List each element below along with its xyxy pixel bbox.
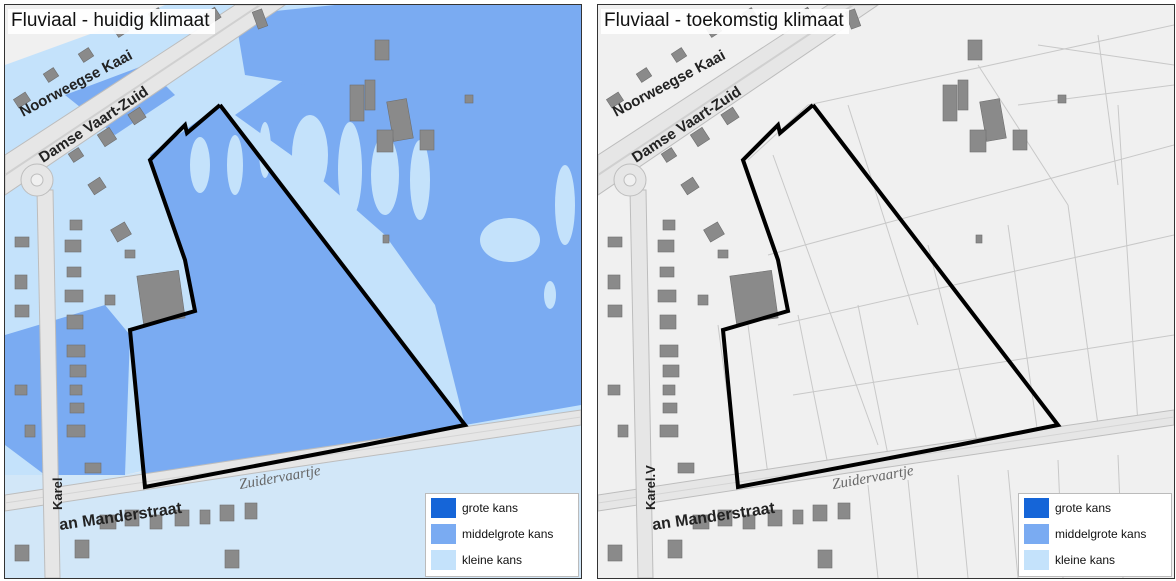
map-panel-future-climate: Noorweegse Kaai Damse Vaart-Zuid an Mand… [597,4,1175,579]
street-label-karel: Karel.V [643,465,658,510]
legend-swatch-medium [1024,524,1049,544]
street-label-karel: Karel [50,477,65,510]
map-title: Fluviaal - huidig klimaat [8,9,215,34]
legend-label-medium: middelgrote kans [1055,527,1147,541]
map-legend: grote kans middelgrote kans kleine kans [425,493,579,577]
map-legend: grote kans middelgrote kans kleine kans [1018,493,1172,577]
legend-swatch-high [1024,498,1049,518]
legend-item-low: kleine kans [426,548,578,572]
legend-swatch-low [1024,550,1049,570]
legend-swatch-high [431,498,456,518]
legend-item-high: grote kans [426,496,578,520]
flood-zone-medium-plan [130,105,465,485]
legend-item-medium: middelgrote kans [1019,522,1171,546]
flood-zone-medium-east [235,5,581,425]
legend-label-high: grote kans [1055,501,1112,515]
buildings [12,6,474,569]
flood-streaks [190,115,575,309]
map-panel-current-climate: Noorweegse Kaai Damse Vaart-Zuid an Mand… [4,4,582,579]
legend-item-medium: middelgrote kans [426,522,578,546]
map-canvas[interactable]: Noorweegse Kaai Damse Vaart-Zuid an Mand… [5,5,581,578]
legend-label-medium: middelgrote kans [462,527,554,541]
legend-item-high: grote kans [1019,496,1171,520]
legend-swatch-medium [431,524,456,544]
legend-label-low: kleine kans [1055,553,1116,567]
legend-label-high: grote kans [462,501,519,515]
buildings [605,6,1067,569]
map-canvas[interactable]: Noorweegse Kaai Damse Vaart-Zuid an Mand… [598,5,1174,578]
map-title: Fluviaal - toekomstig klimaat [601,9,849,34]
plan-area-outline [720,103,1062,490]
legend-label-low: kleine kans [462,553,523,567]
legend-item-low: kleine kans [1019,548,1171,572]
flood-zone-medium-west [5,305,130,475]
plan-area-outline [127,103,469,490]
legend-swatch-low [431,550,456,570]
